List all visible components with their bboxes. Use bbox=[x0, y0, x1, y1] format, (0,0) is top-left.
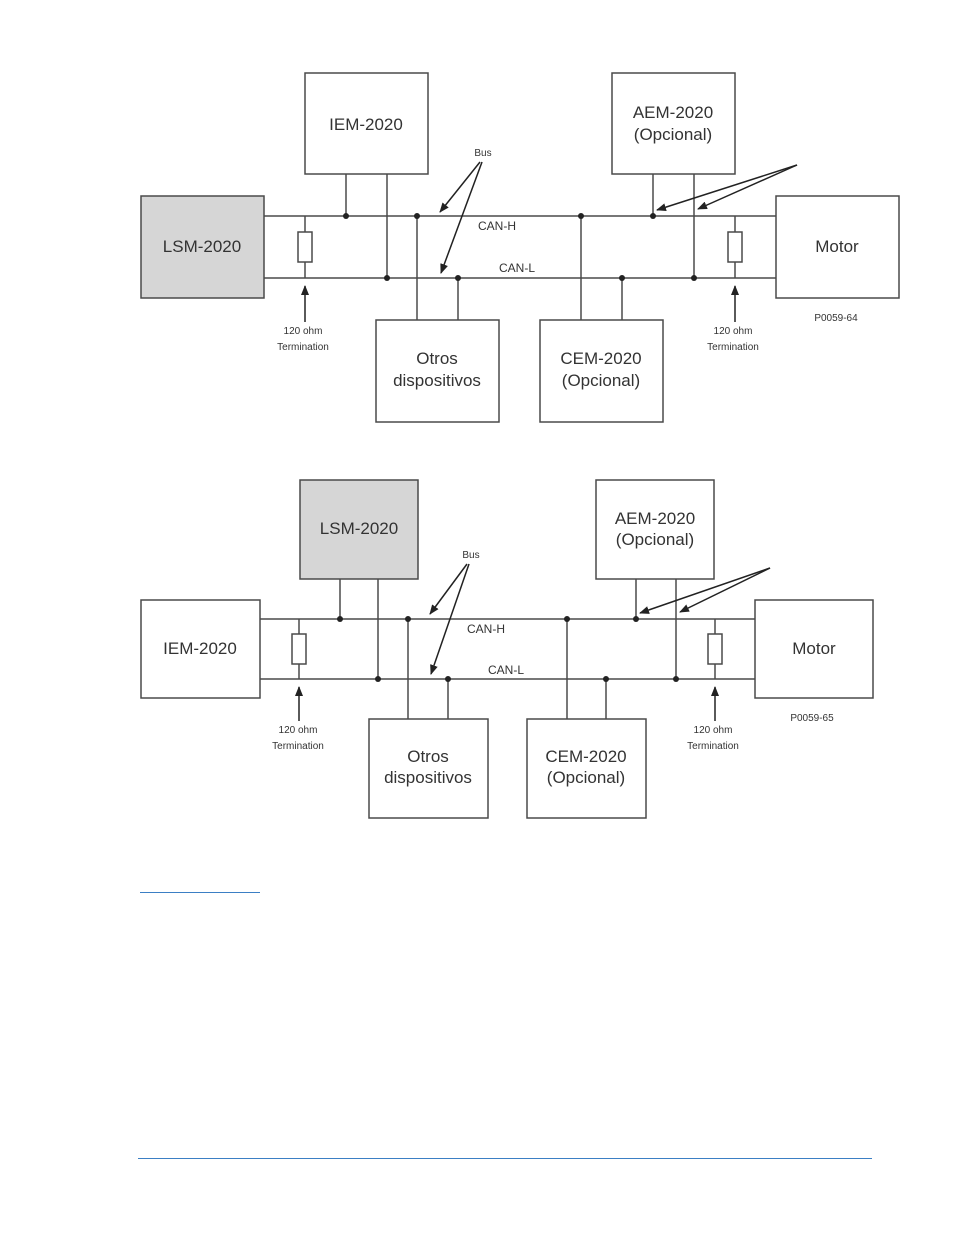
cem-label-1: CEM-2020 bbox=[545, 747, 626, 766]
junction-dot bbox=[691, 275, 697, 281]
resistor-left bbox=[291, 633, 307, 665]
cem-label-1: CEM-2020 bbox=[560, 349, 641, 368]
bus-arrow-h bbox=[429, 563, 468, 615]
lsm-label: LSM-2020 bbox=[320, 519, 398, 538]
figure-id: P0059-65 bbox=[790, 713, 834, 724]
resistor-left bbox=[297, 231, 313, 263]
lsm-label: LSM-2020 bbox=[163, 237, 241, 256]
aem-box bbox=[595, 479, 715, 580]
cem-box bbox=[539, 319, 664, 423]
term-left-label-2: Termination bbox=[277, 342, 329, 353]
bus-arrow-h bbox=[439, 161, 481, 213]
term-right-label-2: Termination bbox=[707, 342, 759, 353]
otros-box bbox=[368, 718, 489, 819]
motor-box bbox=[754, 599, 874, 699]
term-left-label-1: 120 ohm bbox=[279, 725, 318, 736]
aem-arrow-2 bbox=[679, 567, 771, 613]
otros-box bbox=[375, 319, 500, 423]
junction-dot bbox=[414, 213, 420, 219]
junction-dot bbox=[603, 676, 609, 682]
aem-arrow-1 bbox=[656, 164, 798, 212]
term-left-label-2: Termination bbox=[272, 741, 324, 752]
junction-dot bbox=[564, 616, 570, 622]
junction-dot bbox=[650, 213, 656, 219]
motor-label: Motor bbox=[792, 639, 836, 658]
bus-arrow-l bbox=[430, 563, 470, 675]
aem-label-1: AEM-2020 bbox=[615, 509, 695, 528]
otros-label-2: dispositivos bbox=[384, 768, 472, 787]
term-left-label-1: 120 ohm bbox=[284, 326, 323, 337]
junction-dot bbox=[445, 676, 451, 682]
footer-rule bbox=[138, 1158, 872, 1159]
iem-box bbox=[140, 599, 261, 699]
aem-label-2: (Opcional) bbox=[616, 530, 694, 549]
term-right-label-1: 120 ohm bbox=[694, 725, 733, 736]
otros-label-2: dispositivos bbox=[393, 371, 481, 390]
junction-dot bbox=[578, 213, 584, 219]
cem-box bbox=[526, 718, 647, 819]
link-underline bbox=[140, 892, 260, 893]
aem-label-1: AEM-2020 bbox=[633, 103, 713, 122]
can-h-label: CAN-H bbox=[467, 622, 505, 636]
resistor-right bbox=[707, 633, 723, 665]
can-l-label: CAN-L bbox=[488, 663, 524, 677]
diagram-2: IEM-2020 LSM-2020 AEM-2020 (Opcional) Mo… bbox=[140, 479, 874, 819]
aem-arrow-2 bbox=[697, 164, 798, 210]
iem-label: IEM-2020 bbox=[163, 639, 237, 658]
aem-box bbox=[611, 72, 736, 175]
can-l-label: CAN-L bbox=[499, 261, 535, 275]
bus-label: Bus bbox=[462, 550, 479, 561]
otros-label-1: Otros bbox=[416, 349, 458, 368]
resistor-right bbox=[727, 231, 743, 263]
lsm-box bbox=[140, 195, 265, 299]
term-right-label-1: 120 ohm bbox=[714, 326, 753, 337]
junction-dot bbox=[375, 676, 381, 682]
bus-label: Bus bbox=[474, 148, 491, 159]
motor-label: Motor bbox=[815, 237, 859, 256]
junction-dot bbox=[337, 616, 343, 622]
lsm-box bbox=[299, 479, 419, 580]
junction-dot bbox=[384, 275, 390, 281]
aem-label-2: (Opcional) bbox=[634, 125, 712, 144]
motor-box bbox=[775, 195, 900, 299]
junction-dot bbox=[619, 275, 625, 281]
cem-label-2: (Opcional) bbox=[562, 371, 640, 390]
figure-id: P0059-64 bbox=[814, 313, 858, 324]
iem-label: IEM-2020 bbox=[329, 115, 403, 134]
iem-box bbox=[304, 72, 429, 175]
cem-label-2: (Opcional) bbox=[547, 768, 625, 787]
junction-dot bbox=[673, 676, 679, 682]
otros-label-1: Otros bbox=[407, 747, 449, 766]
can-h-label: CAN-H bbox=[478, 219, 516, 233]
junction-dot bbox=[633, 616, 639, 622]
junction-dot bbox=[455, 275, 461, 281]
junction-dot bbox=[343, 213, 349, 219]
term-right-label-2: Termination bbox=[687, 741, 739, 752]
bus-arrow-l bbox=[440, 161, 483, 274]
aem-arrow-1 bbox=[639, 567, 771, 614]
junction-dot bbox=[405, 616, 411, 622]
diagram-1: LSM-2020 IEM-2020 AEM-2020 (Opcional) Mo… bbox=[140, 72, 900, 423]
